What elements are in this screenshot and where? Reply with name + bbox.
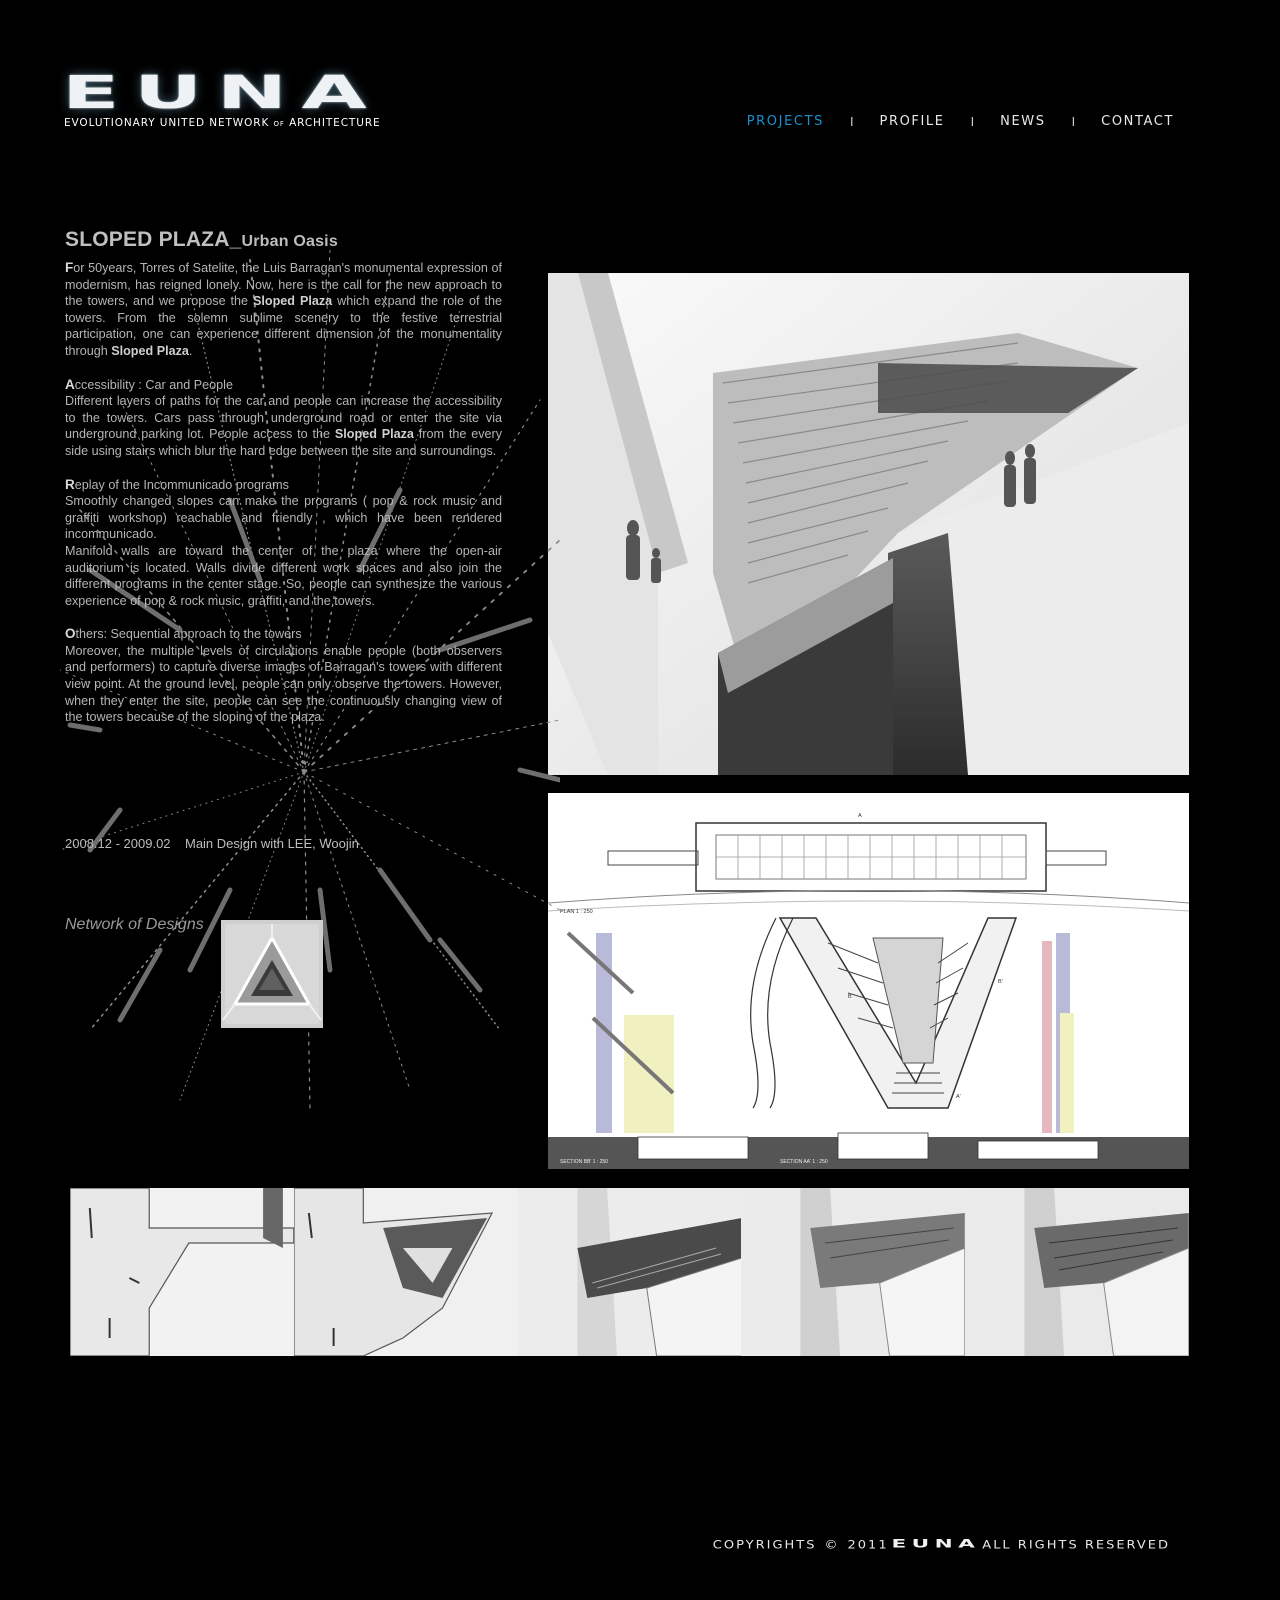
footer-brand-logo: EUNA (891, 1536, 980, 1551)
tagline-part1: EVOLUTIONARY UNITED NETWORK (64, 117, 274, 129)
project-description: SLOPED PLAZA_Urban Oasis For 50years, To… (65, 228, 502, 743)
section-label-bb: SECTION BB' 1 : 250 (560, 1159, 608, 1165)
rights-reserved: ALL RIGHTS RESERVED (982, 1539, 1170, 1552)
accessibility-text-2: from the every side using stairs which b… (65, 427, 502, 458)
plan-color-bar (1042, 941, 1052, 1133)
perspective-render-image (548, 273, 1189, 775)
dropcap: R (65, 476, 75, 492)
project-subtitle: Urban Oasis (241, 233, 338, 250)
sequence-frame (293, 1188, 518, 1356)
dropcap: O (65, 626, 76, 642)
footer-copyright: COPYRIGHTS © 2011 EUNA ALL RIGHTS RESERV… (713, 1534, 1170, 1553)
nav-profile[interactable]: PROFILE (879, 114, 945, 129)
title-main: SLOPED PLAZA (65, 228, 230, 251)
replay-heading: eplay of the Incommunicado programs (74, 477, 289, 492)
replay-text-1: Smoothly changed slopes can make the pro… (65, 494, 502, 542)
network-of-designs-label: Network of Designs (65, 916, 204, 933)
nav-news[interactable]: NEWS (1000, 114, 1046, 129)
section-marker-a-prime: A' (956, 1094, 961, 1100)
euna-logo[interactable]: EUNA EVOLUTIONARY UNITED NETWORK OF ARCH… (62, 70, 432, 136)
intro-text-3: . (188, 343, 193, 358)
section-label-aa: SECTION AA' 1 : 250 (780, 1159, 828, 1165)
nav-separator: I (849, 114, 854, 129)
project-credit: 2008.12 - 2009.02 Main Design with LEE, … (65, 836, 359, 851)
dropcap: F (65, 260, 74, 275)
plan-color-bar (596, 933, 612, 1133)
intro-text-1: or 50years, Torres of Satelite, the Luis… (65, 261, 502, 309)
logo-wordmark: EUNA (62, 66, 382, 120)
nav-projects[interactable]: PROJECTS (746, 114, 824, 129)
section-marker-b: B (848, 994, 852, 1000)
sequence-frame (741, 1188, 966, 1356)
sequence-image-strip (70, 1188, 1189, 1356)
logo-tagline: EVOLUTIONARY UNITED NETWORK OF ARCHITECT… (64, 117, 434, 129)
intro-bold-1: Sloped Plaza (253, 294, 333, 309)
tagline-of: OF (273, 120, 285, 128)
plan-color-bar (1060, 1013, 1074, 1133)
copyright-symbol: © (824, 1539, 840, 1552)
plan-label: PLAN 1 : 250 (560, 909, 593, 915)
plan-section-drawing: PLAN 1 : 250 A A' B B' SECTION BB' 1 : 2… (548, 793, 1189, 1169)
others-text: Moreover, the multiple levels of circula… (65, 643, 502, 725)
accessibility-text-1: Different layers of paths for the car an… (65, 394, 502, 442)
nav-separator: I (970, 114, 975, 129)
network-design-thumbnail[interactable] (221, 920, 323, 1028)
section-marker-b-prime: B' (998, 979, 1003, 985)
copyright-year: 2011 (847, 1539, 889, 1552)
copyright-label: COPYRIGHTS (712, 1539, 817, 1552)
intro-paragraph: For 50years, Torres of Satelite, the Lui… (65, 260, 502, 360)
replay-text-2: Manifold walls are toward the center of … (65, 543, 502, 608)
main-nav: PROJECTS I PROFILE I NEWS I CONTACT (747, 114, 1174, 129)
sequence-frame (70, 1188, 294, 1356)
sequence-frame (517, 1188, 742, 1356)
nav-contact[interactable]: CONTACT (1101, 114, 1174, 129)
others-heading: thers: Sequential approach to the towers (75, 627, 302, 642)
section-marker-a: A (858, 813, 862, 819)
tagline-part2: ARCHITECTURE (284, 117, 381, 129)
title-separator: _ (229, 228, 242, 251)
intro-text-2: which expand the role of the towers. Fro… (65, 294, 502, 358)
accessibility-bold: Sloped Plaza (334, 427, 414, 442)
accessibility-heading: ccessibility : Car and People (74, 377, 233, 392)
sequence-frame (965, 1188, 1189, 1356)
project-title: SLOPED PLAZA_Urban Oasis (65, 228, 502, 252)
dropcap: A (65, 376, 75, 392)
others-paragraph: Others: Sequential approach to the tower… (65, 626, 502, 726)
nav-separator: I (1071, 114, 1076, 129)
plan-color-bar (624, 1015, 674, 1133)
intro-bold-2: Sloped Plaza (111, 343, 189, 358)
